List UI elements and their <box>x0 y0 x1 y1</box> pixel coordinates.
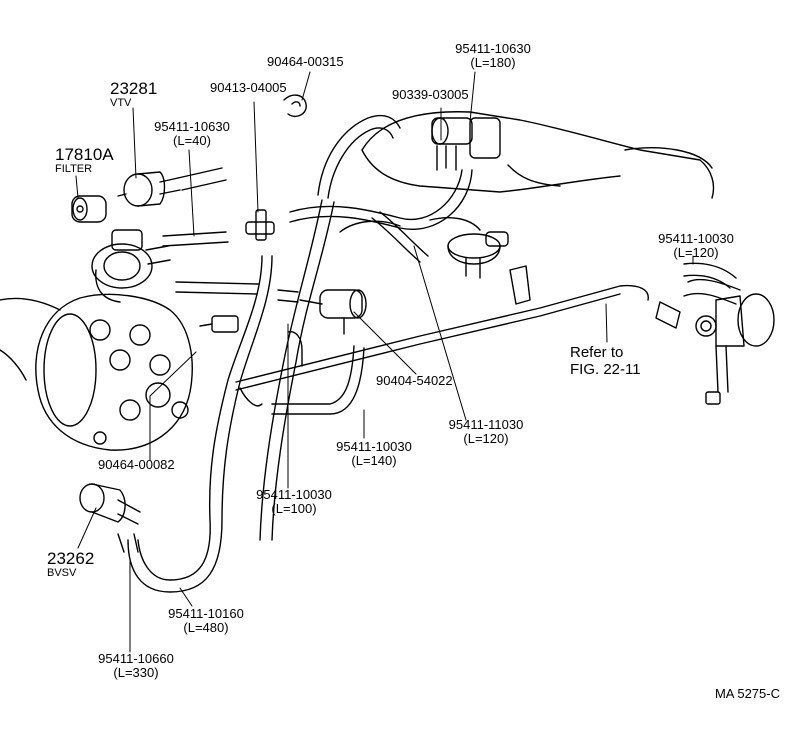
label-95411-10660-l330: 95411-10660 (L=330) <box>80 652 192 680</box>
hose-95411-10630-l40 <box>162 167 229 247</box>
part-number: 95411-10030 <box>256 487 332 502</box>
label-23281-vtv: 23281 VTV <box>110 80 157 109</box>
part-length: (L=40) <box>173 133 211 148</box>
part-length: (L=120) <box>673 245 719 260</box>
label-90413-04005: 90413-04005 <box>210 81 287 95</box>
part-name: VTV <box>110 97 132 109</box>
part-number: 23281 <box>110 79 158 98</box>
label-95411-10030-l120-right: 95411-10030 (L=120) <box>640 232 752 260</box>
vacuum-damper <box>447 231 509 279</box>
vacuum-valve-top <box>431 117 501 171</box>
part-number: 95411-10030 <box>336 439 412 454</box>
connector-90464-00082 <box>199 315 239 333</box>
part-number: 95411-11030 <box>448 417 524 432</box>
clamp-90464-00315 <box>283 94 307 118</box>
part-number: 95411-10660 <box>98 651 174 666</box>
part-name: BVSV <box>47 567 77 579</box>
part-number: 90339-03005 <box>392 87 469 102</box>
filter-17810a <box>71 195 107 223</box>
hose-95411-10030-l120 <box>655 262 737 329</box>
part-number: 90464-00082 <box>98 457 175 472</box>
hose-long-upper <box>317 114 401 199</box>
label-17810a-filter: 17810A FILTER <box>55 146 114 175</box>
hose-95411-10030-l140 <box>271 345 365 415</box>
part-number: 95411-10630 <box>455 41 531 56</box>
label-95411-10030-l100: 95411-10030 (L=100) <box>238 488 350 516</box>
label-23262-bvsv: 23262 BVSV <box>47 550 94 579</box>
distributor-housing <box>0 293 193 451</box>
hose-mid-short <box>175 281 299 303</box>
label-90339-03005: 90339-03005 <box>392 88 469 102</box>
refer-text: Refer to <box>570 344 624 361</box>
hose-95411-11030-l120 <box>371 211 429 263</box>
engine-block-outline <box>339 111 715 233</box>
hose-95411-10630-l180 <box>289 169 473 230</box>
figure-id: MA 5275-C <box>650 687 780 701</box>
part-length: (L=100) <box>271 501 317 516</box>
part-number: 90413-04005 <box>210 80 287 95</box>
refer-figure: FIG. 22-11 <box>570 361 641 378</box>
vsv-90404-54022 <box>299 289 367 335</box>
label-90464-00315: 90464-00315 <box>267 55 344 69</box>
part-number: 90404-54022 <box>376 373 453 388</box>
figure-code: MA 5275-C <box>714 686 780 701</box>
part-number: 95411-10030 <box>658 231 734 246</box>
metal-pipe <box>235 265 649 407</box>
tee-90413-04005 <box>245 209 275 241</box>
label-95411-10630-l40: 95411-10630 (L=40) <box>136 120 248 148</box>
part-number: 90464-00315 <box>267 54 344 69</box>
vtv-23281 <box>117 171 181 207</box>
label-95411-10630-l180: 95411-10630 (L=180) <box>438 42 548 70</box>
part-length: (L=120) <box>463 431 509 446</box>
part-length: (L=330) <box>113 665 159 680</box>
pressure-regulator <box>683 278 775 405</box>
part-length: (L=180) <box>470 55 516 70</box>
bvsv-23262 <box>79 483 141 553</box>
label-90464-00082: 90464-00082 <box>98 458 175 472</box>
part-name: FILTER <box>55 163 93 175</box>
part-number: 23262 <box>47 549 95 568</box>
part-length: (L=480) <box>183 620 229 635</box>
part-number: 95411-10160 <box>168 606 244 621</box>
part-length: (L=140) <box>351 453 397 468</box>
hose-long-loop <box>259 199 335 541</box>
label-95411-10030-l140: 95411-10030 (L=140) <box>318 440 430 468</box>
hose-95411-10160-l480 <box>127 255 273 593</box>
label-95411-10160-l480: 95411-10160 (L=480) <box>150 607 262 635</box>
vacuum-advance-unit <box>91 229 171 303</box>
part-number: 95411-10630 <box>154 119 230 134</box>
label-refer-fig-22-11: Refer to FIG. 22-11 <box>570 344 641 378</box>
part-number: 17810A <box>55 145 114 164</box>
leader-lines <box>75 71 694 653</box>
label-90404-54022: 90404-54022 <box>376 374 453 388</box>
label-95411-11030-l120: 95411-11030 (L=120) <box>430 418 542 446</box>
